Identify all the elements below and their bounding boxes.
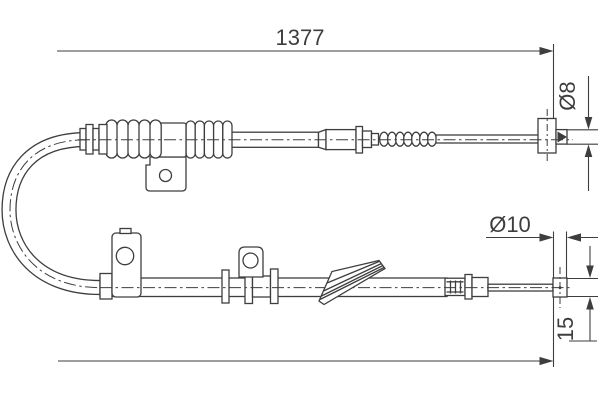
- top-cable-run: [79, 117, 568, 192]
- adjuster-fitting-bottom: [444, 277, 466, 297]
- bracket-plate-hole: [115, 246, 135, 266]
- wedge-outline: [318, 259, 386, 306]
- dimension-bottom-end-length: 15: [553, 246, 598, 342]
- centerline-bend: [9, 139, 101, 289]
- collar: [99, 272, 113, 300]
- clevis-hole: [242, 252, 259, 269]
- wedge-coil-line: [326, 260, 380, 284]
- bracket-tab: [119, 227, 132, 235]
- clamp-flange-right: [269, 268, 279, 305]
- dimension-bottom-run: [58, 297, 555, 367]
- arrowhead-right: [539, 46, 554, 56]
- arrowhead-left: [566, 233, 581, 242]
- dimension-top-end-diameter: Ø8: [555, 76, 598, 191]
- cable-u-bend: [1, 131, 101, 296]
- barrel-center-mark: [558, 286, 562, 290]
- end-cylinder: [471, 276, 489, 298]
- clamp-sleeve: [251, 275, 272, 298]
- arrowhead-up: [586, 297, 594, 310]
- arrowhead-down: [586, 265, 594, 278]
- bellows-rib: [105, 119, 118, 159]
- conical-spring-wedge: [318, 259, 386, 306]
- bellows-rib: [116, 119, 129, 159]
- end-flange-bottom: [464, 273, 473, 300]
- dim-text-top-diameter: Ø8: [555, 81, 580, 110]
- arrowhead-down: [584, 117, 593, 130]
- boot-bellows-left: [105, 119, 162, 159]
- wedge-coil-line: [319, 266, 385, 301]
- bellows-rib: [127, 119, 140, 159]
- arrowhead-right: [539, 356, 554, 366]
- dimension-bottom-end-diameter: Ø10: [486, 212, 598, 278]
- dimension-overall-length: 1377: [57, 25, 555, 118]
- dim-text-bottom-length: 15: [553, 317, 578, 341]
- centerlines: [9, 109, 573, 308]
- dim-text-overall-length: 1377: [276, 25, 325, 50]
- arrowhead-up: [584, 144, 593, 157]
- arrowhead-right: [539, 233, 554, 242]
- bellows-rib: [149, 119, 162, 159]
- inner-cable: [435, 134, 541, 144]
- dim-text-bottom-diameter: Ø10: [489, 212, 531, 237]
- washer-flange: [221, 269, 230, 304]
- bellows-rib: [138, 119, 151, 159]
- bracket-hole: [158, 168, 173, 183]
- wedge-coil-line: [321, 264, 384, 297]
- wedge-coil-line: [323, 262, 382, 292]
